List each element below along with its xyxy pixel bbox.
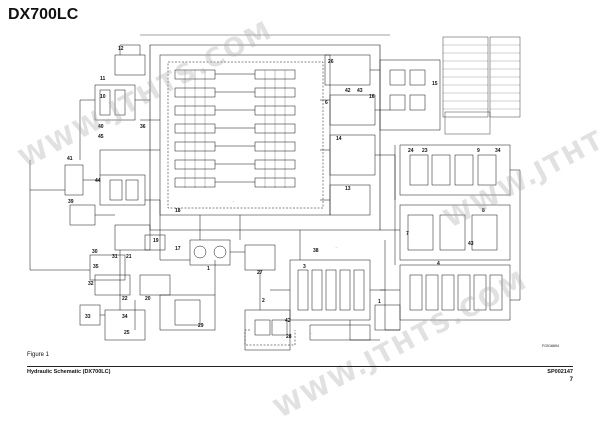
callout-31: 31 [112, 254, 118, 260]
callout-28: 28 [286, 334, 292, 340]
callout-43b: 43 [468, 241, 474, 247]
callout-39: 39 [68, 199, 74, 205]
callout-19: 19 [153, 238, 159, 244]
callout-8: 8 [482, 208, 485, 214]
callout-38: 38 [313, 248, 319, 254]
drawing-code: FG016694 [542, 344, 559, 348]
callout-32: 32 [88, 281, 94, 287]
callout-22: 22 [122, 296, 128, 302]
callout-35: 35 [93, 264, 99, 270]
callout-4: 4 [437, 261, 440, 267]
callout-21: 21 [126, 254, 132, 260]
callout-2: 2 [262, 298, 265, 304]
callout-33: 33 [85, 314, 91, 320]
callout-26: 26 [328, 59, 334, 65]
callout-12: 12 [118, 46, 124, 52]
callout-7: 7 [406, 231, 409, 237]
callout-45: 45 [98, 134, 104, 140]
callout-44: 44 [95, 178, 101, 184]
footer-rule [27, 366, 573, 367]
callout-30: 30 [92, 249, 98, 255]
callout-24: 24 [408, 148, 414, 154]
spool-rows [174, 69, 296, 188]
component-callouts: 12 11 10 40 45 36 41 44 39 18 19 17 30 3… [67, 46, 501, 340]
callout-23: 23 [422, 148, 428, 154]
callout-34: 34 [122, 314, 128, 320]
callout-3: 3 [303, 264, 306, 270]
svg-text:....: .... [335, 246, 338, 249]
callout-20: 20 [145, 296, 151, 302]
callout-15: 15 [432, 81, 438, 87]
callout-14: 14 [336, 136, 342, 142]
footer-section-title: Hydraulic Schematic (DX700LC) [27, 369, 111, 375]
callout-41: 41 [67, 156, 73, 162]
callout-40: 40 [98, 124, 104, 130]
footer-document-code: SP002147 [547, 369, 573, 375]
callout-18: 18 [175, 208, 181, 214]
callout-42: 42 [285, 318, 291, 324]
hydraulic-schematic: .... .... .... 12 11 10 40 45 36 41 44 3… [29, 34, 521, 351]
callout-1: 1 [378, 299, 381, 305]
callout-6: 6 [325, 100, 328, 106]
figure-label: Figure 1 [27, 352, 50, 358]
svg-text:....: .... [310, 332, 313, 335]
callout-27: 27 [257, 270, 263, 276]
document-title: DX700LC [8, 6, 79, 23]
callout-16: 16 [369, 94, 375, 100]
callout-42b: 42 [345, 88, 351, 94]
callout-9: 9 [477, 148, 480, 154]
callout-17: 17 [175, 246, 181, 252]
page-number: 7 [569, 377, 573, 383]
callout-10: 10 [100, 94, 106, 100]
callout-11: 11 [100, 76, 106, 82]
svg-text:....: .... [232, 200, 235, 203]
callout-1b: 1 [207, 266, 210, 272]
callout-34b: 34 [495, 148, 501, 154]
callout-36: 36 [140, 124, 146, 130]
callout-25: 25 [124, 330, 130, 336]
callout-43: 43 [357, 88, 363, 94]
callout-13: 13 [345, 186, 351, 192]
callout-29: 29 [198, 323, 204, 329]
small-annotations: .... .... .... [232, 200, 338, 335]
